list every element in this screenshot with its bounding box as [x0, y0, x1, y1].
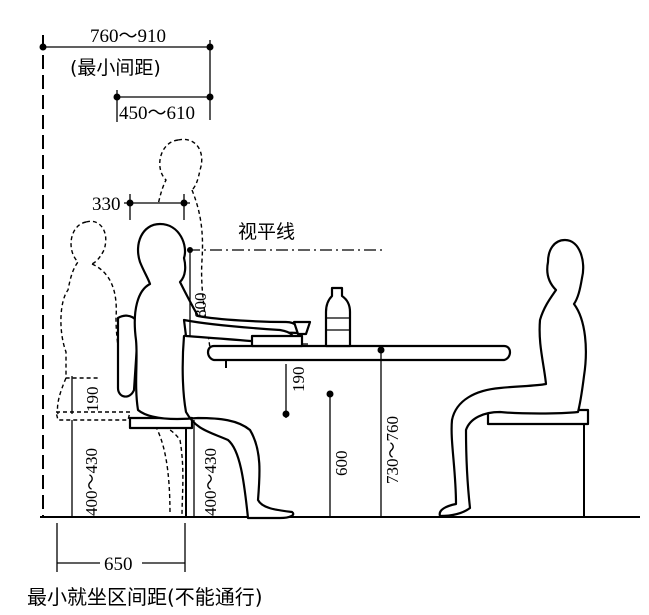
knee-clearance-dimension: 190: [282, 364, 308, 418]
plate-icon: [250, 334, 304, 348]
top-dimension: 760～910 (最小间距): [39, 26, 214, 120]
sight-line: 视平线: [188, 221, 385, 251]
second-dimension: 450～610: [113, 90, 214, 124]
back-height-dimension: 190: [71, 376, 102, 414]
seated-figure-right: [438, 238, 590, 518]
table-height-label: 730～760: [383, 416, 402, 484]
eye-height-label: 800: [191, 293, 210, 319]
second-width-label: 450～610: [119, 103, 195, 124]
top-width-label: 760～910: [90, 26, 166, 47]
seat-left-dimension: 400～430: [71, 420, 101, 517]
diagram-caption: 最小就坐区间距(不能通行): [27, 585, 263, 609]
seat-left-label: 400～430: [82, 448, 101, 516]
eye-height-dimension: 800: [187, 247, 210, 337]
seat-right-label: 400～430: [201, 448, 220, 516]
table-height-dimension: 730～760: [377, 346, 402, 517]
top-note-label: (最小间距): [70, 57, 161, 79]
lean-label: 330: [92, 194, 121, 215]
lean-dimension: 330: [92, 194, 190, 220]
bottle-icon: [324, 286, 352, 348]
knee-height-label: 600: [332, 451, 351, 477]
seat-depth-label: 650: [104, 554, 133, 575]
seated-figure-left: [116, 222, 300, 520]
seat-right-dimension: 400～430: [193, 420, 220, 517]
seat-depth-dimension: 650: [56, 523, 186, 575]
knee-height-dimension: 600: [326, 390, 351, 517]
back-height-label: 190: [83, 387, 102, 413]
dining-table: [206, 344, 512, 368]
sight-line-label: 视平线: [238, 221, 295, 243]
knee-clearance-label: 190: [289, 367, 308, 393]
